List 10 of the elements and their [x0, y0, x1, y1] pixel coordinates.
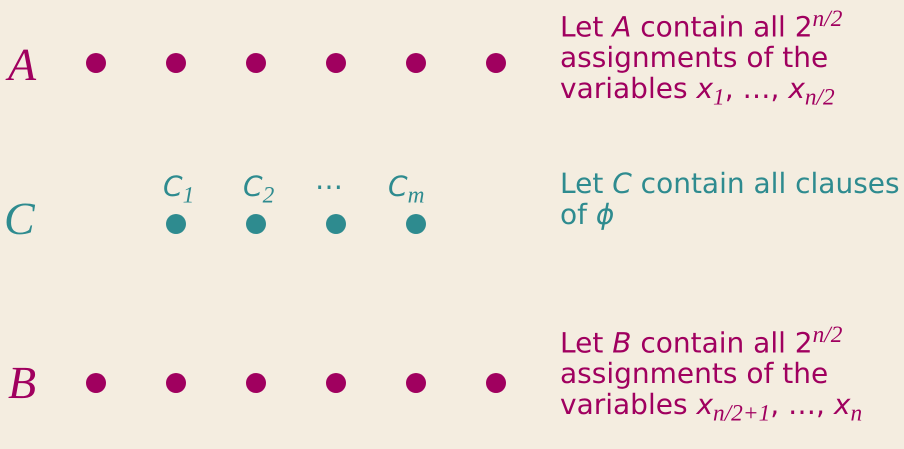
row-letter: B [8, 356, 36, 409]
ellipsis: ⋯ [315, 170, 343, 203]
clause-label: C$_{m}$ [388, 170, 424, 210]
clause-label: C$_{2}$ [243, 170, 274, 210]
clause-label: C$_{1}$ [163, 170, 194, 210]
row-letter: C [4, 192, 35, 245]
description-text: Let B contain all 2$^{n/2}$ assignments of the variables x$_{n/2+1}$, …, x$_{n}$ [560, 321, 864, 429]
description-text: Let C contain all clauses of ϕ [560, 168, 901, 230]
row-letter: A [8, 38, 36, 91]
description-text: Let A contain all 2$^{n/2}$ assignments of the variables x$_{1}$, …, x$_{n/2}$ [560, 5, 844, 113]
